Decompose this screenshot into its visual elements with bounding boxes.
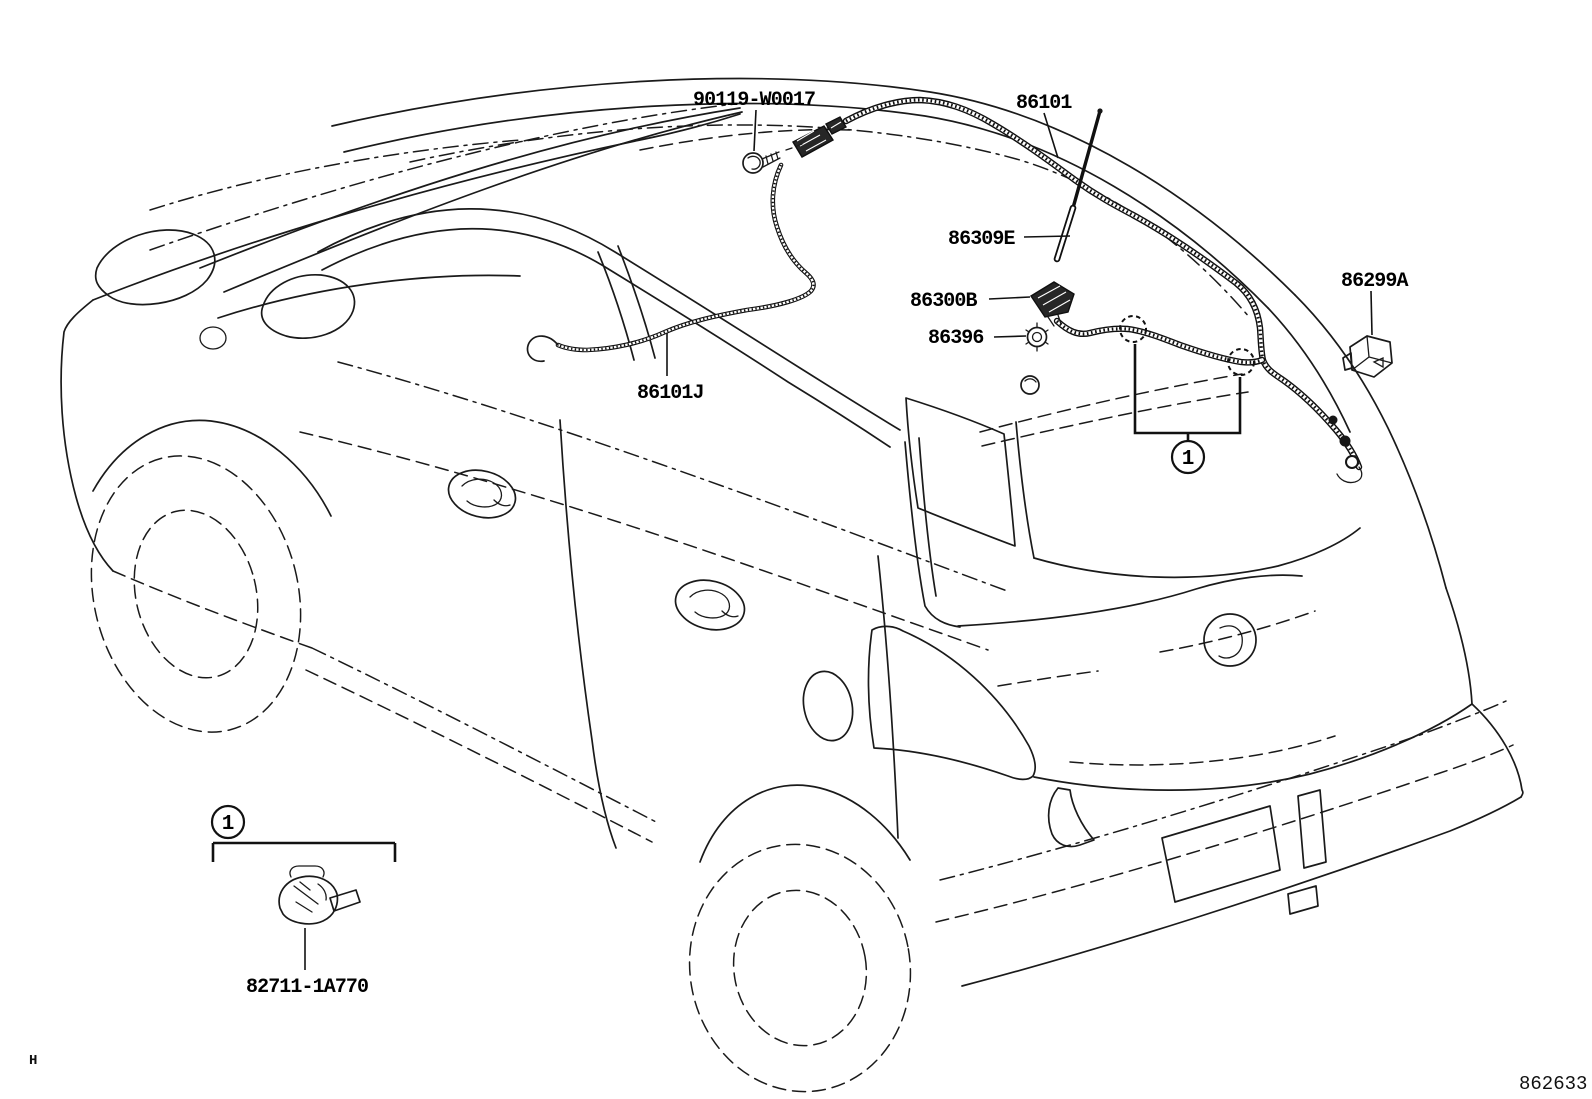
callout-1-clip[interactable]: 1	[210, 804, 397, 862]
rear-door-handle	[674, 579, 746, 631]
part-label-clip[interactable]: 82711-1A770	[246, 976, 369, 999]
license-plate-recess	[1161, 805, 1281, 903]
fuel-door	[802, 670, 854, 742]
rear-pillar-right-edge	[1267, 294, 1473, 705]
rear-bumper	[935, 700, 1524, 987]
roofline	[331, 77, 1296, 319]
front-door-handle	[447, 469, 517, 519]
rear-wheel	[688, 784, 912, 1093]
part-label-cord-sub[interactable]: 86101J	[637, 382, 705, 405]
part-number-labels: 90119-W0017 86101 86309E 86300B 86396 86…	[246, 89, 1409, 999]
part-label-antenna-rod[interactable]: 86309E	[948, 228, 1016, 251]
drawing-code: 862633	[1519, 1073, 1587, 1095]
part-label-antenna-cord[interactable]: 86101	[1016, 92, 1073, 115]
antenna-rod-86309E	[1053, 108, 1103, 263]
clip-part-82711	[278, 865, 361, 925]
cord-clip-front	[1119, 315, 1147, 343]
part-label-nut[interactable]: 86396	[928, 327, 984, 350]
antenna-cord-86101	[846, 100, 1363, 484]
cord-clip-rear	[1227, 348, 1255, 376]
callout-1-rear-number[interactable]: 1	[1182, 448, 1195, 471]
rear-quarter-and-hatch	[802, 373, 1361, 781]
screw-90119	[742, 143, 803, 174]
part-label-amplifier[interactable]: 86299A	[1341, 270, 1409, 293]
leader-lines	[304, 109, 1373, 970]
nut-86396	[1025, 322, 1049, 352]
sheet-corner-mark: H	[29, 1053, 37, 1069]
windshield-and-hood	[60, 103, 743, 572]
front-wheel	[90, 419, 332, 733]
callout-1-rear[interactable]: 1	[1133, 344, 1242, 475]
antenna-base-86300B	[1030, 281, 1075, 327]
callout-1-clip-number[interactable]: 1	[222, 813, 235, 836]
antenna-cord-86101J	[526, 165, 813, 363]
taillight	[867, 625, 1036, 781]
car-body-line-art	[60, 77, 1524, 1093]
doors-and-pillars	[112, 208, 1011, 849]
rear-wiper-pivot	[1020, 375, 1040, 395]
cord-connectors	[792, 116, 847, 158]
side-mirror	[199, 274, 356, 350]
antenna-cord-rear-branch	[1057, 321, 1262, 362]
part-label-antenna-base[interactable]: 86300B	[910, 290, 978, 313]
amplifier-86299A	[1342, 335, 1393, 378]
part-label-screw[interactable]: 90119-W0017	[693, 89, 816, 112]
emblem	[1203, 613, 1257, 667]
antenna-assembly	[526, 100, 1393, 484]
